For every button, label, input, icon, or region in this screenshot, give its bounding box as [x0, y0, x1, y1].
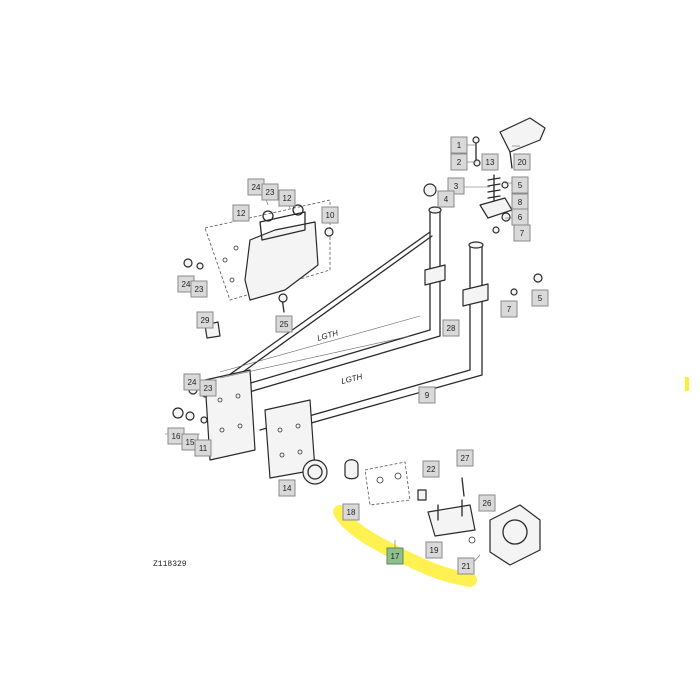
callout-label: 18 [347, 508, 356, 517]
callout-24: 24 [183, 373, 201, 391]
callout-23: 23 [199, 379, 217, 397]
callout-20: 20 [513, 153, 531, 171]
callout-label: 1 [457, 141, 462, 150]
callout-label: 14 [283, 484, 292, 493]
callout-label: 24 [188, 378, 197, 387]
callout-28: 28 [442, 319, 460, 337]
length-label-lower: LGTH [340, 372, 363, 386]
callout-11: 11 [194, 439, 212, 457]
callout-5: 5 [531, 289, 549, 307]
callout-label: 29 [201, 316, 210, 325]
callout-label: 13 [486, 158, 495, 167]
callout-22: 22 [422, 460, 440, 478]
callout-7: 7 [513, 224, 531, 242]
callout-label: 23 [195, 285, 204, 294]
callout-21: 21 [457, 557, 475, 575]
callout-3: 3 [447, 177, 465, 195]
callout-label: 6 [518, 213, 523, 222]
callout-27: 27 [456, 449, 474, 467]
callout-label: 22 [427, 465, 436, 474]
callout-label: 2 [457, 158, 462, 167]
callout-label: 21 [462, 562, 471, 571]
callout-26: 26 [478, 494, 496, 512]
callout-label: 8 [518, 198, 523, 207]
callout-23: 23 [190, 280, 208, 298]
length-label-upper: LGTH [316, 328, 339, 343]
callout-18: 18 [342, 503, 360, 521]
reference-code: Z118329 [153, 560, 187, 569]
callout-label: 11 [199, 444, 208, 453]
callout-label: 12 [237, 209, 246, 218]
callout-label: 24 [252, 183, 261, 192]
callout-label: 27 [461, 454, 470, 463]
top-right-hardware [423, 117, 546, 296]
callout-label: 4 [444, 195, 449, 204]
callout-2: 2 [450, 153, 468, 171]
main-frame [204, 206, 489, 479]
upper-bracket-plate [204, 199, 334, 313]
callout-25: 25 [275, 315, 293, 333]
callout-label: 9 [425, 391, 430, 400]
lower-light-assembly [302, 459, 541, 566]
callout-7: 7 [500, 300, 518, 318]
callout-label: 25 [280, 320, 289, 329]
callout-5: 5 [511, 176, 529, 194]
callout-12: 12 [278, 189, 296, 207]
callout-label: 17 [391, 552, 400, 561]
callout-8: 8 [511, 193, 529, 211]
callout-label: 28 [447, 324, 456, 333]
callout-1: 1 [450, 136, 468, 154]
callout-13: 13 [481, 153, 499, 171]
callout-label: 7 [520, 229, 525, 238]
callout-23: 23 [261, 183, 279, 201]
callout-label: 16 [172, 432, 181, 441]
callout-14: 14 [278, 479, 296, 497]
callout-17: 17 [386, 547, 404, 565]
callout-19: 19 [425, 541, 443, 559]
callout-label: 3 [454, 182, 459, 191]
callout-29: 29 [196, 311, 214, 329]
callout-label: 19 [430, 546, 439, 555]
callout-6: 6 [511, 208, 529, 226]
callout-label: 5 [518, 181, 523, 190]
callout-label: 23 [266, 188, 275, 197]
callout-4: 4 [437, 190, 455, 208]
callout-label: 10 [326, 211, 335, 220]
callout-label: 24 [182, 280, 191, 289]
callout-12: 12 [232, 204, 250, 222]
callout-label: 26 [483, 499, 492, 508]
callout-label: 15 [186, 438, 195, 447]
callout-10: 10 [321, 206, 339, 224]
callout-label: 5 [538, 294, 543, 303]
callout-label: 7 [507, 305, 512, 314]
callout-label: 12 [283, 194, 292, 203]
callout-label: 23 [204, 384, 213, 393]
callout-9: 9 [418, 386, 436, 404]
callout-label: 20 [518, 158, 527, 167]
